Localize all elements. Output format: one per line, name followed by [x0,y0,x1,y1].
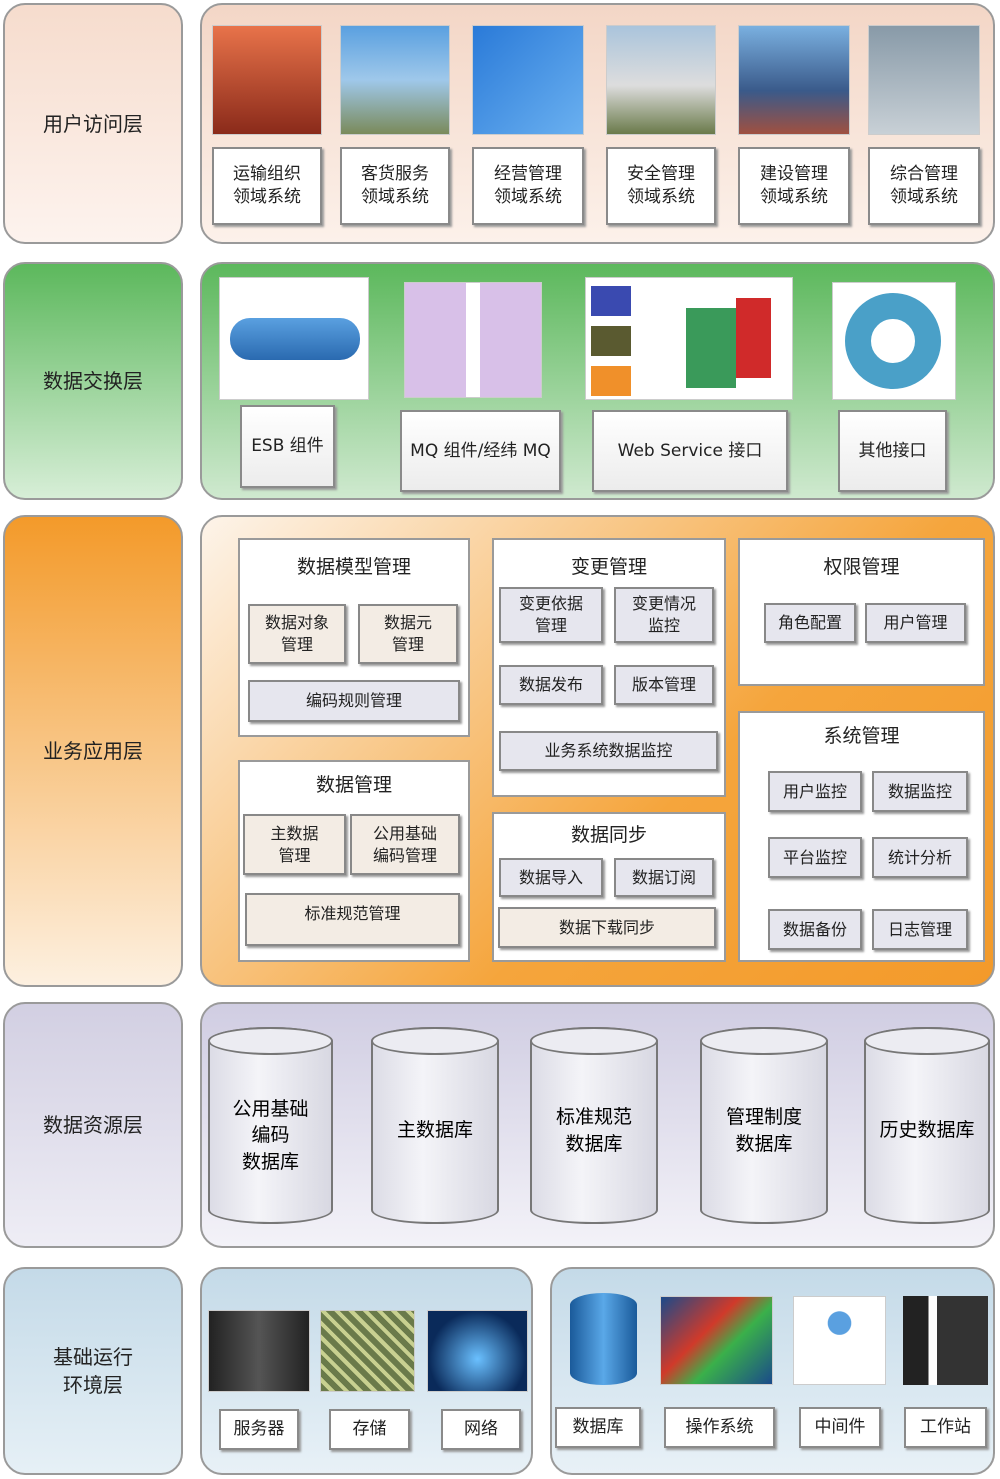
database-cylinder: 标准规范 数据库 [530,1027,658,1224]
hardware-box: 网络 [441,1409,521,1450]
module-box: 角色配置 [764,603,856,643]
server-image [208,1310,310,1392]
layer-label-user-access: 用户访问层 [3,3,183,244]
layer-label-data-resource: 数据资源层 [3,1002,183,1248]
module-box: 数据备份 [768,909,862,950]
hardware-box: 服务器 [219,1409,299,1450]
other-interface-box: 其他接口 [838,410,947,492]
web-service-image [585,277,793,400]
construction-image [738,25,850,135]
esb-box: ESB 组件 [240,405,335,488]
group-title: 系统管理 [823,725,900,747]
database-cylinder: 管理制度 数据库 [700,1027,828,1224]
transport-image [212,25,322,135]
group-title: 数据模型管理 [296,556,411,578]
freight-image [340,25,450,135]
module-box: 日志管理 [872,909,968,950]
esb-image [219,277,369,400]
layer-label-infrastructure: 基础运行 环境层 [3,1267,183,1475]
database-icon [570,1293,637,1385]
software-box: 工作站 [904,1407,987,1448]
module-box: 统计分析 [872,837,968,878]
other-interface-image [832,282,956,400]
operating-system-image [660,1296,773,1385]
group-title: 变更管理 [570,556,647,578]
middleware-image [793,1296,886,1385]
system-box: 安全管理 领域系统 [606,147,716,225]
network-image [427,1310,528,1392]
module-box: 数据监控 [872,771,968,812]
module-box: 用户监控 [768,771,862,812]
safety-image [606,25,716,135]
module-box: 主数据 管理 [243,814,346,875]
system-box: 综合管理 领域系统 [868,147,980,225]
business-image [472,25,584,135]
group-title: 权限管理 [823,556,900,578]
web-service-box: Web Service 接口 [592,410,788,492]
module-box: 编码规则管理 [248,680,460,722]
storage-image [320,1310,415,1392]
system-box: 建设管理 领域系统 [738,147,850,225]
module-box: 数据发布 [499,665,603,705]
database-cylinder: 主数据库 [371,1027,499,1224]
module-box: 平台监控 [768,837,862,878]
module-box: 用户管理 [865,603,966,643]
module-box: 标准规范管理 [245,893,460,946]
workstation-icon [903,1296,988,1385]
software-box: 操作系统 [664,1407,775,1448]
module-box: 业务系统数据监控 [499,731,718,771]
module-box: 数据对象 管理 [248,604,346,664]
module-box: 版本管理 [614,665,714,705]
module-box: 数据元 管理 [358,604,458,664]
software-box: 中间件 [799,1407,881,1448]
mq-box: MQ 组件/经纬 MQ [400,410,561,492]
group-title: 数据同步 [570,824,647,846]
database-cylinder: 公用基础 编码 数据库 [208,1027,333,1224]
system-box: 客货服务 领域系统 [340,147,450,225]
system-box: 运输组织 领域系统 [212,147,322,225]
module-box: 数据导入 [499,858,603,897]
group-title: 数据管理 [315,774,392,796]
database-cylinder: 历史数据库 [864,1027,990,1224]
module-box: 数据订阅 [614,858,714,897]
software-box: 数据库 [555,1407,641,1448]
module-box: 公用基础 编码管理 [350,814,460,875]
module-box: 变更依据 管理 [499,587,603,643]
system-box: 经营管理 领域系统 [472,147,584,225]
hardware-box: 存储 [329,1409,410,1450]
layer-label-business-app: 业务应用层 [3,515,183,987]
user-access-panel [200,3,995,244]
module-box: 变更情况 监控 [614,587,714,643]
comprehensive-image [868,25,980,135]
module-box: 数据下载同步 [498,907,716,948]
layer-label-data-exchange: 数据交换层 [3,262,183,500]
mq-image [404,282,542,398]
